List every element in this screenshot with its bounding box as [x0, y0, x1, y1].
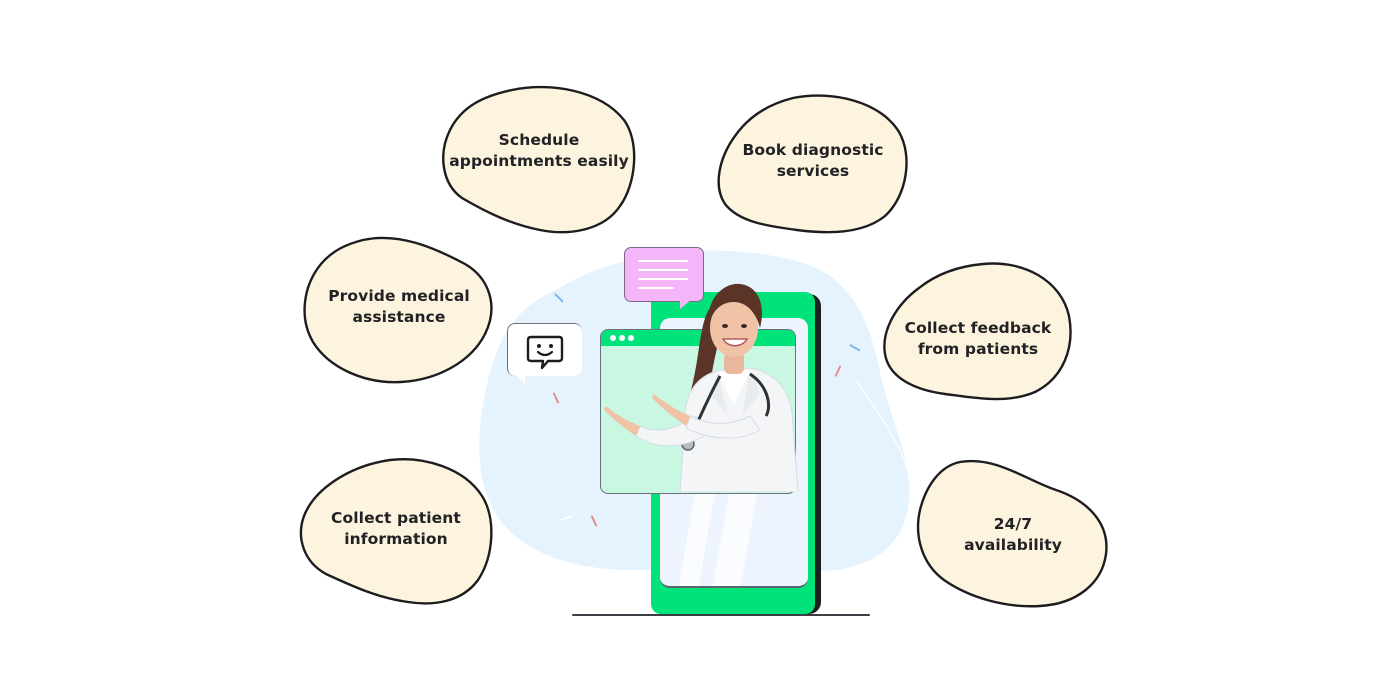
- feature-label: Collect patient information: [331, 509, 461, 548]
- blob-shape: [299, 458, 493, 605]
- chat-bubble-tail: [680, 299, 692, 309]
- feature-blob-medical-assistance: Provide medical assistance: [303, 236, 495, 384]
- feature-blob-book-diagnostic: Book diagnostic services: [717, 92, 909, 234]
- chat-message-icon: [624, 247, 704, 302]
- feature-blob-patient-info: Collect patient information: [298, 456, 494, 606]
- blob-shape: [883, 262, 1072, 401]
- ground-line: [572, 614, 870, 616]
- blob-shape: [916, 459, 1108, 608]
- blob-shape: [442, 85, 636, 234]
- feature-blob-schedule: Schedule appointments easily: [440, 84, 638, 236]
- doctor-illustration: [604, 283, 799, 492]
- smiley-chat-icon: [526, 335, 564, 370]
- feature-label: Book diagnostic services: [742, 141, 884, 180]
- feature-label: Collect feedback from patients: [904, 319, 1052, 358]
- feature-blob-availability: 24/7 availability: [916, 458, 1110, 608]
- chat-bubble-tail: [515, 374, 525, 384]
- blob-shape: [303, 236, 493, 384]
- smiley-chat-bubble: [507, 323, 582, 376]
- feature-label: Schedule appointments easily: [449, 131, 629, 170]
- blob-shape: [717, 94, 908, 234]
- feature-label: 24/7 availability: [964, 515, 1062, 554]
- feature-blob-collect-feedback: Collect feedback from patients: [883, 260, 1073, 402]
- feature-label: Provide medical assistance: [328, 287, 470, 326]
